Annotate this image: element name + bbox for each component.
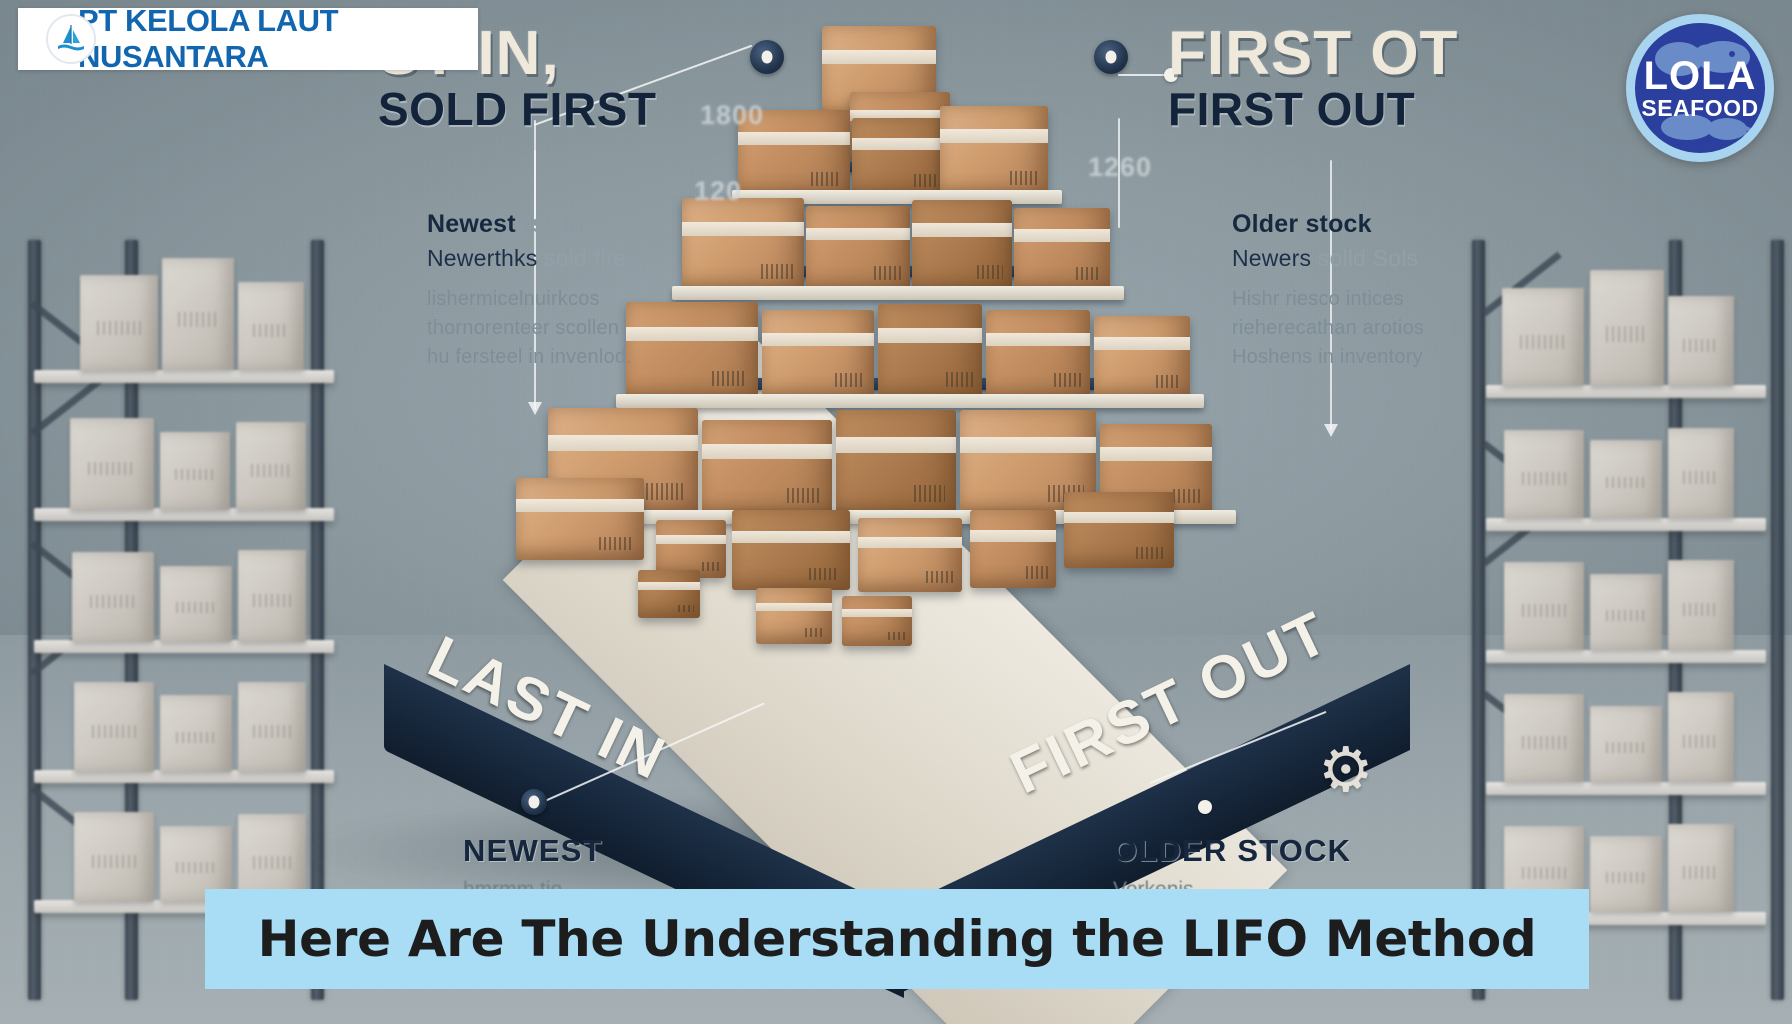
note-left-strong-tail: tst fir [522,210,587,238]
note-right-mid-tail: solld Sols [1317,245,1419,271]
pin-end-bottom-right [1198,800,1212,814]
note-left-faint: lishermicelnuirkcos thornorenteer scolle… [427,285,632,372]
warehouse-rack-left [10,240,360,1000]
note-left-strong: Newest tst fir [427,210,632,239]
seafood-illustration-icon [1655,41,1761,144]
warehouse-rack-right [1462,240,1792,1000]
target-dot-icon-right [1094,40,1128,74]
ghost-number-3: 1260 [1088,152,1153,182]
note-right-faint-2: rieherecathan arotios [1232,317,1425,339]
note-left-faint-1: lishermicelnuirkcos [427,288,600,310]
heading-right-line1: FIRST OT [1168,19,1459,88]
heading-right: FIRST OT FIRST OUT [1168,22,1458,134]
pin-end-right-top [1164,68,1178,82]
ghost-number-0: 1800 [700,100,765,130]
note-right-strong-tail: stock [1305,210,1372,238]
note-right-mid: Newers solld Sols [1232,245,1424,272]
banner-title: Here Are The Understanding the LIFO Meth… [257,910,1537,968]
title-banner: Here Are The Understanding the LIFO Meth… [205,889,1589,989]
arrowhead-left [528,402,542,415]
note-right-mid-lead: Newers [1232,245,1312,271]
ghost-number-2: 120 [694,176,743,206]
note-right-faint: Hishr riesco intices rieherecathan aroti… [1232,285,1424,372]
heading-right-line2: FIRST OUT [1168,83,1416,136]
sailboat-icon [46,14,96,64]
connector-diag-right-top [1118,74,1174,76]
gear-icon: ⚙ [1318,736,1374,805]
note-right-faint-3: Hoshens in inventory [1232,346,1423,368]
connector-line-left-long [534,150,536,410]
company-logo-bar: PT KELOLA LAUT NUSANTARA [18,3,478,74]
lola-seafood-badge: LOLA SEAFOOD [1626,14,1774,162]
target-dot-icon-left [750,40,784,74]
badge-line1: LOLA [1643,53,1757,98]
note-left-faint-2: thornorenteer scollen [427,317,620,339]
note-right-faint-1: Hishr riesco intices [1232,288,1404,310]
note-left-mid: Newerthks sold fire [427,245,632,272]
note-left-strong-lead: Newest [427,210,516,238]
callout-older-title: OLDER STOCK [1113,833,1352,868]
note-right-strong-lead: Older [1232,210,1299,238]
box-pyramid [470,10,1320,650]
target-dot-icon-bottom-left [521,789,547,815]
arrowhead-right [1324,424,1338,437]
note-left-mid-lead: Newerthks [427,245,538,271]
connector-line-right-long [1330,160,1332,430]
callout-newest-title: NEWEST [463,833,603,868]
note-right: Older stock Newers solld Sols Hishr ries… [1232,210,1424,372]
note-left-faint-3: hu fersteel in invenlod. [427,346,632,368]
company-name: PT KELOLA LAUT NUSANTARA [78,3,339,74]
heading-left-line2: SOLD FIRST [378,83,657,136]
connector-line-right [1118,118,1120,228]
note-right-strong: Older stock [1232,210,1424,239]
badge-line2: SEAFOOD [1641,94,1759,121]
note-left-mid-tail: sold fire [544,245,627,271]
note-left: Newest tst fir Newerthks sold fire lishe… [427,210,632,372]
